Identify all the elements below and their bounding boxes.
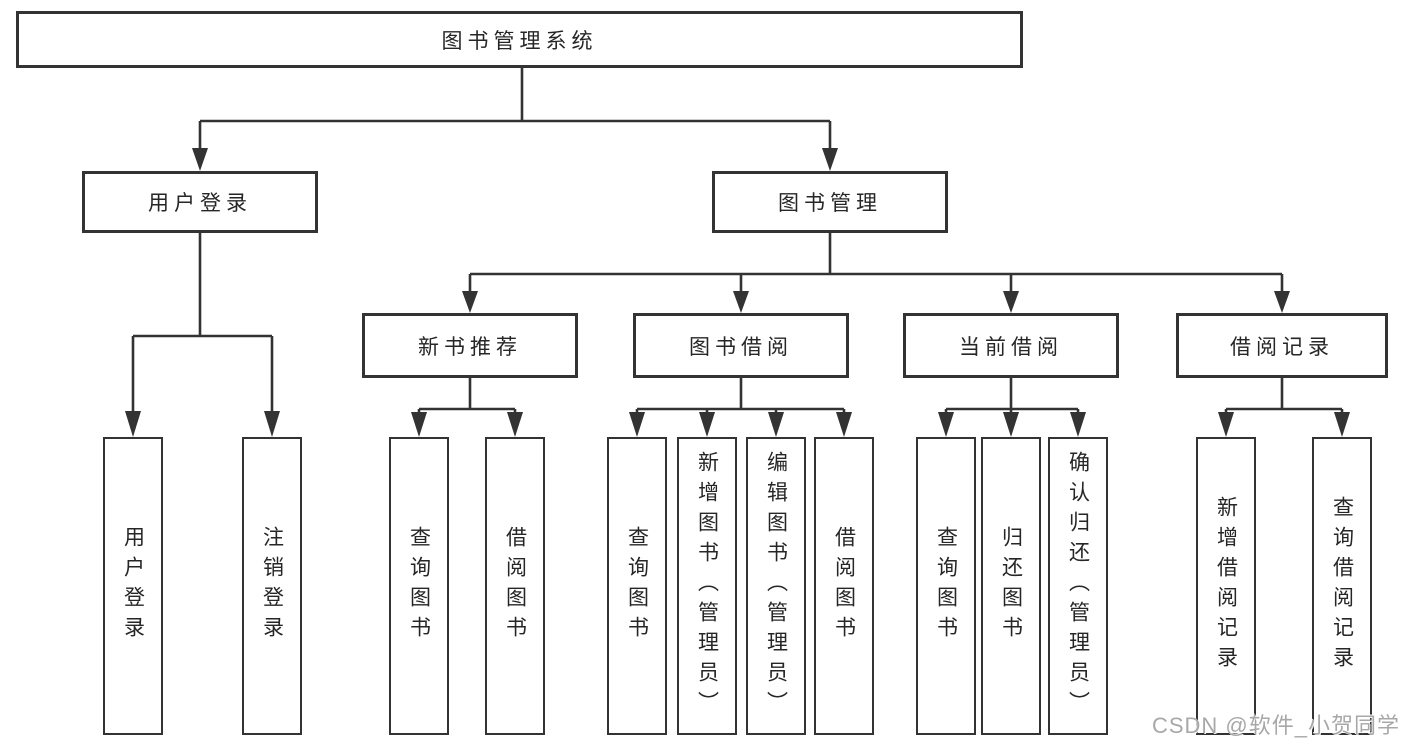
leaf-query-books-borrowing: 查询图书 [607,437,667,735]
leaf-borrow-books-borrowing: 借阅图书 [814,437,874,735]
node-book-management: 图书管理 [712,171,948,233]
csdn-watermark: CSDN @软件_小贺同学 [1151,713,1400,738]
leaf-add-books-admin: 新增图书（管理员） [677,437,737,735]
leaf-borrow-books-recommend: 借阅图书 [485,437,545,735]
leaf-query-books-current: 查询图书 [916,437,976,735]
leaf-return-books: 归还图书 [981,437,1041,735]
arrowhead-icons [125,148,1350,437]
leaf-add-borrowing-record: 新增借阅记录 [1196,437,1256,735]
node-root: 图书管理系统 [16,11,1023,68]
leaf-logout: 注销登录 [242,437,302,735]
leaf-edit-books-admin: 编辑图书（管理员） [746,437,806,735]
leaf-confirm-return-admin: 确认归还（管理员） [1048,437,1108,735]
node-borrowing-records: 借阅记录 [1176,313,1388,378]
node-new-book-recommendation: 新书推荐 [362,313,578,378]
node-book-borrowing: 图书借阅 [633,313,849,378]
leaf-query-books-recommend: 查询图书 [389,437,449,735]
node-user-login: 用户登录 [82,171,318,233]
node-current-borrowing: 当前借阅 [903,313,1119,378]
leaf-user-login: 用户登录 [103,437,163,735]
leaf-query-borrowing-record: 查询借阅记录 [1312,437,1372,735]
